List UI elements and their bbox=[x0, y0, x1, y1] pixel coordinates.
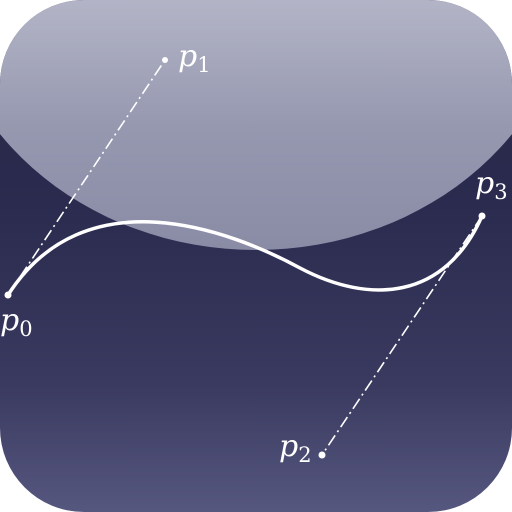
label-p2: p2 bbox=[279, 429, 312, 467]
bezier-curve bbox=[6, 214, 484, 297]
label-p0: p0 bbox=[0, 303, 33, 341]
control-line-p3-p2 bbox=[321, 215, 483, 456]
point-p0 bbox=[4, 291, 12, 299]
control-line-p0-p1 bbox=[7, 59, 166, 296]
label-p1: p1 bbox=[178, 39, 211, 77]
point-p1 bbox=[162, 57, 168, 63]
label-p3: p3 bbox=[475, 166, 508, 204]
point-p3 bbox=[478, 212, 486, 220]
point-p2 bbox=[318, 451, 326, 459]
